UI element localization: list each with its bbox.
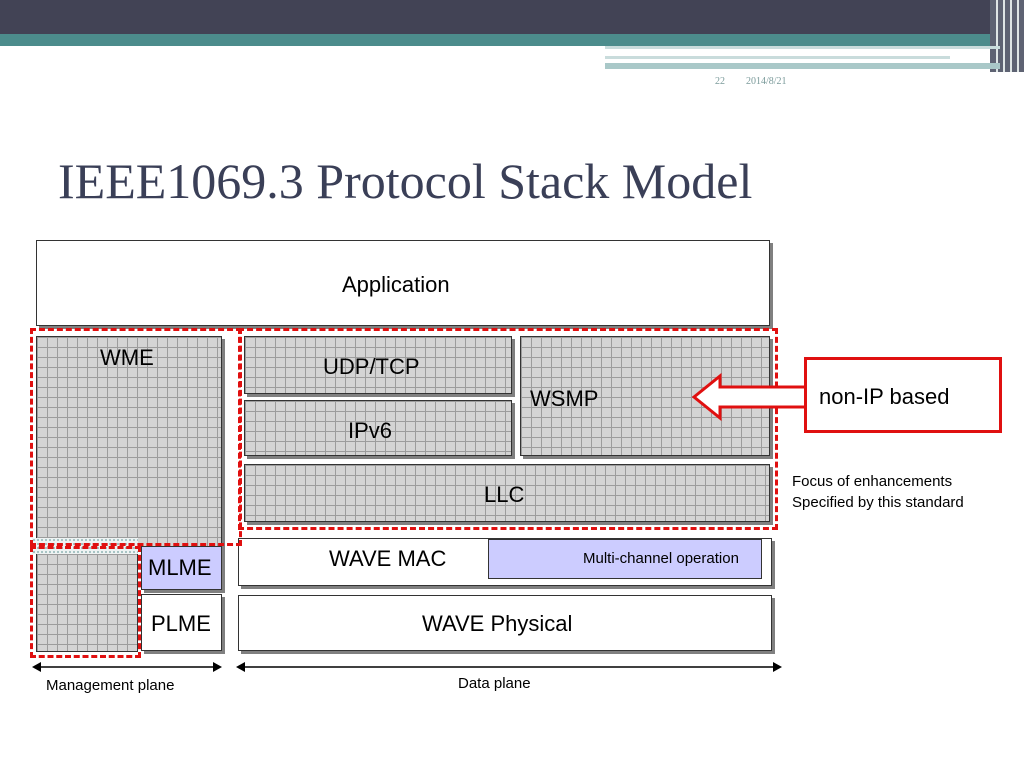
header-line — [605, 46, 1000, 49]
header-bar — [0, 0, 1024, 34]
management-lower-area — [36, 554, 138, 652]
ipv6-layer — [244, 400, 512, 456]
header-line — [605, 56, 950, 59]
page-title: IEEE1069.3 Protocol Stack Model — [58, 153, 753, 209]
slide-date: 2014/8/21 — [746, 76, 787, 87]
management-highlight-upper — [30, 328, 242, 546]
mlme-layer — [141, 546, 222, 590]
wave-mac-label: WAVE MAC — [329, 546, 447, 571]
llc-label: LLC — [484, 482, 525, 507]
multi-channel-operation-label: Multi-channel operation — [583, 550, 739, 567]
llc-layer — [244, 464, 770, 522]
management-highlight-lower — [30, 546, 141, 658]
header-corner-decoration — [990, 0, 1024, 72]
wsmp-label: WSMP — [530, 386, 599, 411]
mlme-label: MLME — [148, 555, 212, 580]
wave-physical-layer — [238, 595, 772, 651]
management-plane-arrow-icon — [32, 662, 222, 672]
header-accent-bar — [0, 34, 990, 46]
application-layer — [36, 240, 770, 326]
header-line — [605, 63, 1000, 69]
application-label: Application — [342, 272, 450, 297]
wme-label: WME — [100, 345, 154, 370]
non-ip-label: non-IP based — [819, 384, 950, 409]
focus-note-line1: Focus of enhancements — [792, 473, 953, 490]
wave-physical-label: WAVE Physical — [422, 611, 573, 636]
ipv6-label: IPv6 — [348, 418, 393, 443]
udp-tcp-label: UDP/TCP — [323, 354, 420, 379]
management-plane-label: Management plane — [46, 677, 175, 694]
data-plane-label: Data plane — [458, 675, 531, 692]
slide-number: 22 — [715, 76, 725, 87]
non-ip-callout-box — [804, 357, 1002, 433]
non-ip-arrow-icon — [691, 372, 808, 422]
plme-layer — [141, 594, 222, 651]
data-plane-arrow-icon — [236, 662, 782, 672]
plme-label: PLME — [151, 611, 211, 636]
multi-channel-operation-box — [488, 539, 762, 579]
data-plane-highlight — [238, 328, 778, 530]
focus-note-line2: Specified by this standard — [792, 494, 964, 511]
udp-tcp-layer — [244, 336, 512, 394]
